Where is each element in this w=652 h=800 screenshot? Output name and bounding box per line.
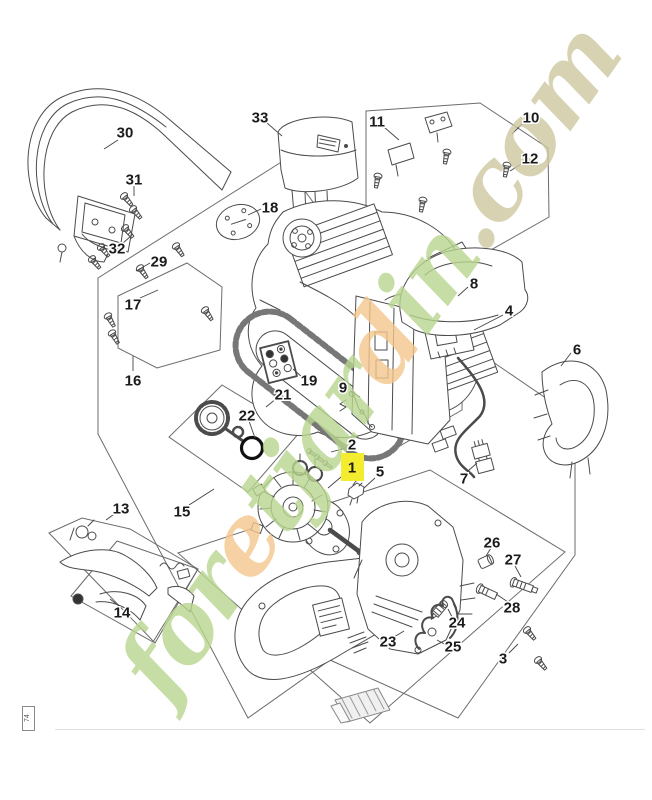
sensor-spring-drawing	[414, 595, 459, 654]
leader-line-30	[103, 139, 119, 150]
foot-plate-drawing	[330, 687, 391, 724]
part-label-8[interactable]: 8	[468, 274, 479, 294]
part-label-22[interactable]: 22	[237, 406, 257, 426]
highlight-box-part-1	[341, 453, 364, 481]
leader-line-3	[508, 643, 519, 654]
cover-plate-drawing	[215, 203, 261, 241]
leader-line-32	[122, 235, 132, 244]
leader-line-27	[514, 565, 522, 578]
part-label-18[interactable]: 18	[260, 198, 280, 218]
leader-line-25	[436, 639, 447, 646]
top-cover-drawing	[277, 116, 359, 217]
part-label-13[interactable]: 13	[111, 499, 131, 519]
part-label-19[interactable]: 19	[299, 371, 319, 391]
part-label-31[interactable]: 31	[124, 170, 144, 190]
part-label-28[interactable]: 28	[502, 598, 522, 618]
leader-line-9	[349, 390, 361, 398]
module-cable-drawing	[423, 319, 495, 479]
part-label-23[interactable]: 23	[378, 632, 398, 652]
part-label-25[interactable]: 25	[443, 637, 463, 657]
group-outline-chain-brake-box	[117, 262, 223, 369]
part-label-21[interactable]: 21	[273, 385, 293, 405]
leader-line-6	[560, 352, 572, 367]
leader-line-14	[109, 598, 120, 607]
part-label-4[interactable]: 4	[503, 301, 515, 321]
part-label-2[interactable]: 2	[346, 435, 357, 455]
leader-line-10	[511, 121, 525, 135]
leader-line-21	[265, 397, 278, 408]
part-label-10[interactable]: 10	[521, 108, 541, 128]
part-label-30[interactable]: 30	[115, 123, 135, 143]
leader-line-7	[467, 462, 478, 472]
leader-line-13	[105, 511, 118, 521]
electric-motor-drawing	[250, 453, 364, 556]
grommet-plate-drawing	[259, 340, 298, 384]
leader-line-11	[383, 126, 400, 141]
part-label-5[interactable]: 5	[374, 462, 385, 482]
part-label-9[interactable]: 9	[337, 378, 348, 398]
switch-drawing	[347, 480, 365, 506]
front-handle-drawing	[27, 88, 232, 263]
leader-line-17	[139, 289, 159, 299]
handle-kit-drawing	[59, 519, 195, 621]
part-label-1[interactable]: 1	[348, 460, 356, 477]
leader-line-4	[473, 314, 504, 331]
part-label-3[interactable]: 3	[497, 649, 508, 669]
leader-line-19	[292, 368, 303, 378]
leader-line-1	[327, 476, 342, 489]
clutch-drum-drawing	[194, 400, 265, 461]
leader-line-15	[188, 488, 215, 506]
leader-line-33	[266, 122, 283, 137]
part-label-32[interactable]: 32	[107, 239, 127, 259]
part-label-14[interactable]: 14	[112, 603, 132, 623]
top-shell-drawing	[387, 111, 529, 336]
part-label-12[interactable]: 12	[520, 149, 540, 169]
leader-line-28	[495, 593, 509, 603]
part-label-16[interactable]: 16	[123, 371, 143, 391]
leader-line-22	[248, 420, 256, 439]
page-number-marker: 74	[22, 706, 35, 731]
part-label-33[interactable]: 33	[250, 108, 270, 128]
leader-line-29	[135, 262, 151, 272]
leader-line-8	[457, 286, 469, 297]
leader-line-24	[447, 608, 453, 618]
leader-line-5	[363, 477, 376, 489]
part-label-6[interactable]: 6	[571, 340, 582, 360]
part-label-7[interactable]: 7	[458, 469, 469, 489]
leader-line-18	[247, 208, 262, 216]
group-outline-handle-kit-box	[48, 517, 199, 644]
leader-line-12	[509, 162, 524, 172]
leader-line-26	[485, 547, 492, 557]
part-label-27[interactable]: 27	[503, 550, 523, 570]
part-label-15[interactable]: 15	[172, 502, 192, 522]
hand-guard-drawing	[533, 360, 609, 479]
footer-divider	[55, 729, 645, 730]
plug-bolt-drawing	[475, 554, 539, 600]
diagram-art	[27, 88, 609, 724]
part-label-26[interactable]: 26	[482, 533, 502, 553]
leader-line-23	[393, 630, 405, 638]
leader-line-2	[330, 447, 347, 453]
part-label-11[interactable]: 11	[368, 112, 387, 132]
part-label-17[interactable]: 17	[123, 295, 143, 315]
part-label-29[interactable]: 29	[149, 252, 169, 272]
part-label-24[interactable]: 24	[447, 613, 467, 633]
